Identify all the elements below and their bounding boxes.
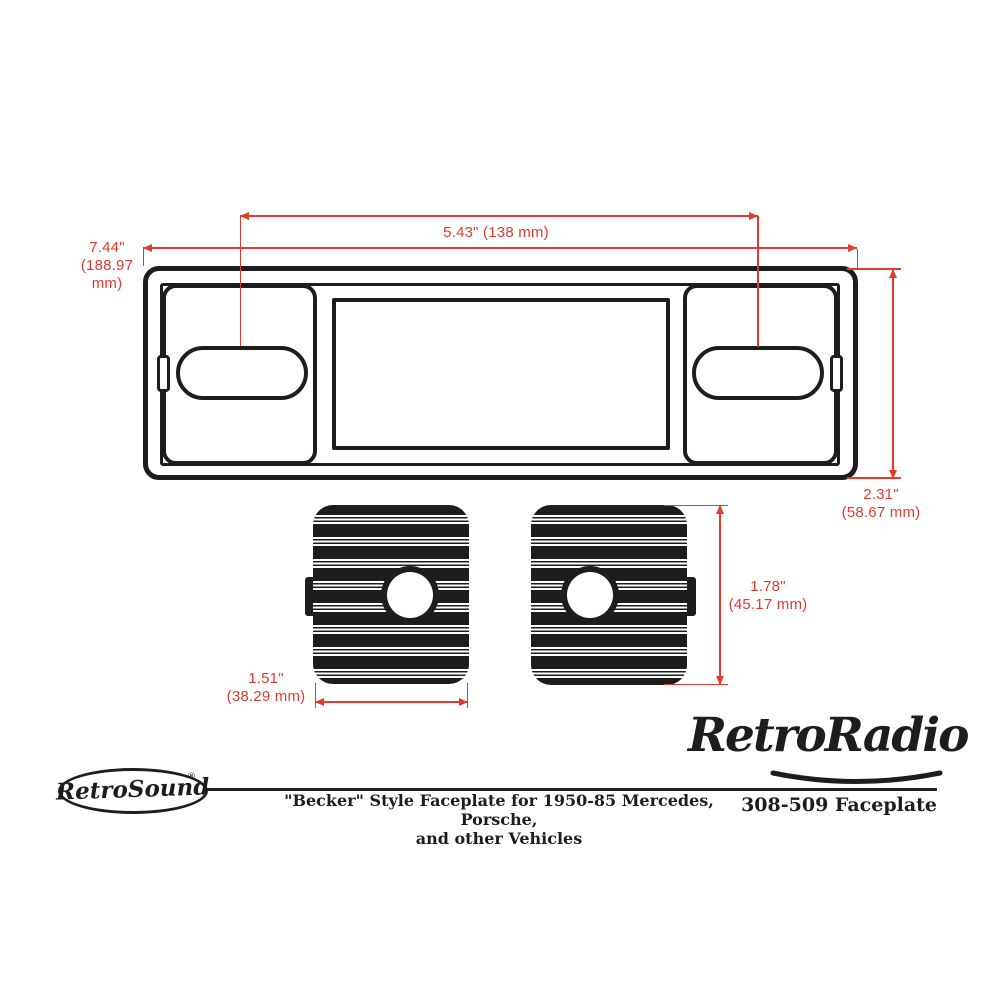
dim-extension-line bbox=[314, 683, 317, 708]
arrowhead bbox=[888, 269, 897, 278]
footer-divider-rule bbox=[206, 788, 937, 791]
dim-slot-spacing-line bbox=[240, 215, 758, 217]
dim-knob-height-label: 1.78" (45.17 mm) bbox=[728, 578, 808, 613]
dim-slot-spacing-label: 5.43" (138 mm) bbox=[443, 224, 549, 241]
right-shaft-slot bbox=[692, 346, 824, 400]
faceplate-outline bbox=[143, 266, 858, 480]
dim-extension-line bbox=[239, 216, 242, 346]
arrowhead bbox=[749, 212, 758, 220]
dim-extension-line bbox=[664, 683, 728, 686]
left-knob bbox=[313, 505, 469, 684]
right-clip-notch bbox=[830, 355, 843, 392]
dim-extension-line bbox=[856, 248, 859, 268]
arrowhead bbox=[715, 676, 724, 685]
arrowhead bbox=[240, 212, 249, 220]
arrowhead bbox=[888, 470, 897, 479]
arrowhead bbox=[715, 505, 724, 514]
dim-overall-width-line bbox=[143, 247, 857, 249]
registered-trademark-symbol: ® bbox=[187, 772, 196, 782]
left-shaft-slot bbox=[176, 346, 308, 400]
dim-overall-height-label: 2.31" (58.67 mm) bbox=[841, 486, 921, 521]
dim-extension-line bbox=[142, 248, 145, 266]
display-opening bbox=[332, 298, 670, 450]
arrowhead bbox=[848, 243, 857, 252]
arrowhead bbox=[143, 243, 152, 252]
dim-knob-width-label: 1.51" (38.29 mm) bbox=[226, 670, 306, 705]
left-knob-tab bbox=[305, 577, 315, 616]
right-knob bbox=[531, 505, 687, 685]
product-description: "Becker" Style Faceplate for 1950-85 Mer… bbox=[284, 791, 714, 848]
arrowhead bbox=[315, 698, 324, 706]
retrosound-logo: RetroSound bbox=[56, 768, 210, 814]
dim-knob-height-line bbox=[719, 505, 721, 685]
dim-extension-line bbox=[664, 504, 728, 507]
dim-overall-width-label: 7.44" (188.97 mm) bbox=[80, 239, 134, 292]
dim-extension-line bbox=[466, 683, 469, 708]
arrowhead bbox=[459, 698, 468, 706]
retroradio-logo-swash bbox=[770, 770, 943, 784]
retroradio-logo-text: RetroRadio bbox=[688, 708, 969, 763]
dim-knob-width-line bbox=[315, 701, 468, 703]
dim-extension-line bbox=[847, 268, 901, 270]
left-knob-hole bbox=[387, 572, 433, 618]
part-number: 308-509 Faceplate bbox=[741, 794, 937, 816]
right-knob-tab bbox=[686, 577, 696, 616]
left-clip-notch bbox=[157, 355, 170, 392]
right-knob-hole bbox=[567, 572, 613, 618]
dim-extension-line bbox=[847, 477, 901, 479]
dim-overall-height-line bbox=[892, 270, 894, 478]
dim-extension-line bbox=[757, 216, 759, 347]
